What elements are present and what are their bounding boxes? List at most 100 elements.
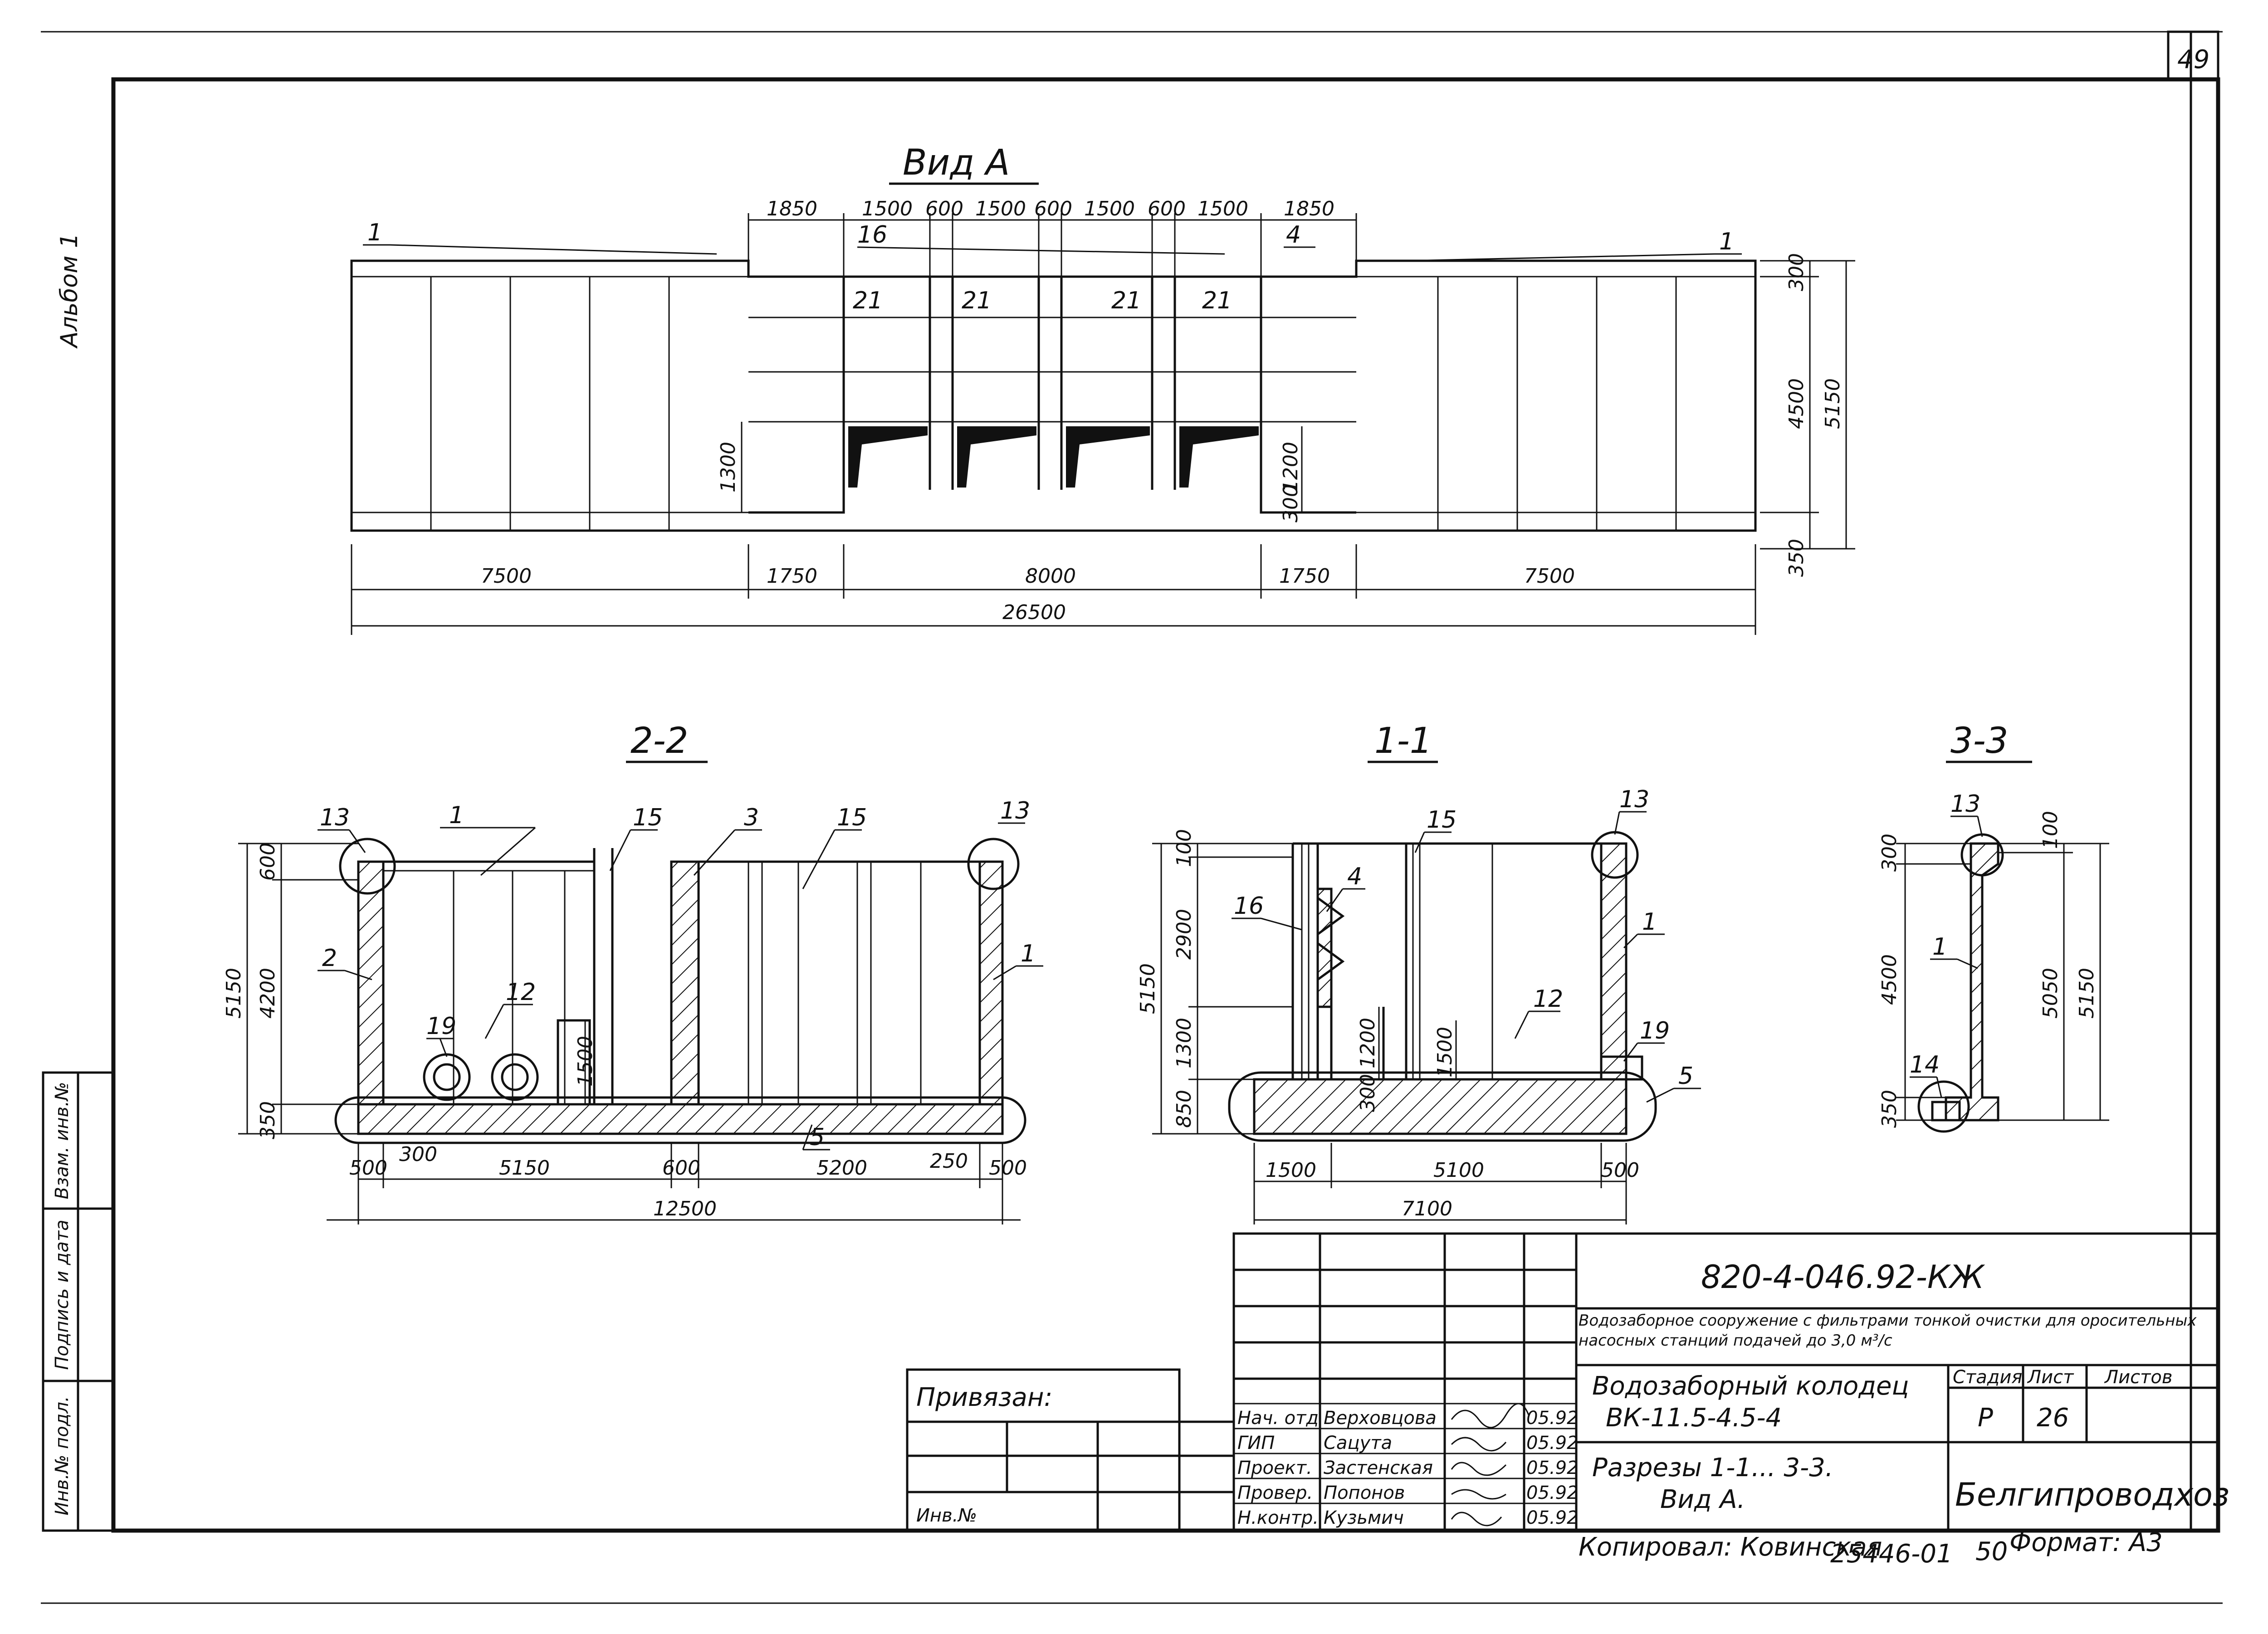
section-1-1-left-dim-3: 5150 [1136, 963, 1159, 1014]
section-2-2-callout-15a: 15 [633, 804, 663, 831]
section-2-2-bottom-dim-7: 500 [989, 1156, 1027, 1180]
section-2-2-callout-13a: 13 [320, 804, 350, 831]
section-1-1-title: 1-1 [1374, 721, 1432, 761]
sheet-frame: 49 [41, 30, 2223, 1604]
view-a-callout-21d: 21 [1202, 287, 1232, 314]
description: Водозаборное сооружение с фильтрами тонк… [1579, 1312, 2197, 1350]
view-a-top-dim-6: 1500 [1084, 197, 1135, 220]
role-1-date: 05.92 [1526, 1408, 1579, 1429]
section-1-1-inner-dim-2: 1200 [1356, 1018, 1379, 1068]
role-2: ГИП [1237, 1433, 1275, 1454]
section-3-3-right-dim-3: 5150 [2075, 968, 2098, 1019]
view-a-bottom-dim-4: 1750 [1279, 565, 1330, 588]
view-a-callout-21a: 21 [853, 287, 883, 314]
stage-value: Р [1978, 1403, 1993, 1433]
role-4-date: 05.92 [1526, 1483, 1579, 1503]
role-4: Провер. [1237, 1483, 1313, 1503]
attached-label: Привязан: [916, 1383, 1052, 1412]
album-label: Альбом 1 [56, 233, 83, 349]
view-a-callout-16: 16 [857, 221, 887, 249]
section-2-2-bottom-dim-2: 300 [399, 1143, 437, 1166]
section-3-3-left-dim-3: 350 [1878, 1090, 1901, 1128]
section-2-2-left-dim-4: 350 [256, 1101, 279, 1139]
sheet-value: 26 [2037, 1403, 2069, 1433]
section-2-2-bottom-dim-4: 600 [662, 1156, 700, 1180]
section-3-3-right-dim-2: 5050 [2039, 968, 2062, 1019]
section-1-1-callout-5: 5 [1678, 1063, 1693, 1090]
view-a-top-dim-5: 600 [1034, 197, 1072, 220]
section-2-2-left-dim-3: 5150 [222, 968, 245, 1019]
sheet-number: 49 [2177, 45, 2209, 74]
role-5: Н.контр. [1237, 1507, 1319, 1528]
section-2-2-callout-5: 5 [810, 1124, 825, 1151]
view-a-title: Вид А [903, 142, 1010, 183]
section-2-2-inner-dim: 1500 [574, 1036, 597, 1087]
section-2-2-title: 2-2 [631, 721, 688, 761]
section-3-3-right-dim-1: 100 [2039, 811, 2062, 849]
view-a-left-dim: 1300 [717, 442, 740, 493]
view-a-bottom-dim-5: 7500 [1524, 565, 1575, 588]
view-a-top-dim-7: 600 [1148, 197, 1186, 220]
section-1-1-callout-15: 15 [1427, 806, 1457, 834]
section-3-3-title: 3-3 [1950, 721, 2008, 761]
view-a-right-dim-1: 300 [1785, 253, 1808, 291]
section-2-2-bottom-dim-3: 5150 [499, 1156, 550, 1180]
stage-label: Стадия [1953, 1367, 2022, 1388]
view-a-inner-dim-2: 300 [1279, 484, 1302, 522]
section-1-1-bottom-dim-1: 1500 [1266, 1159, 1316, 1182]
section-2-2-callout-1: 1 [449, 802, 464, 829]
section-2-2-bottom-dim-1: 500 [349, 1156, 387, 1180]
section-3-3-callout-1: 1 [1932, 933, 1947, 961]
order-number: 25446-01 [1830, 1539, 1953, 1569]
view-a-top-dim-1: 1850 [767, 197, 817, 220]
section-1-1-left-dim-4: 1300 [1173, 1018, 1196, 1068]
role-5-date: 05.92 [1526, 1507, 1579, 1528]
format-label: Формат: А3 [2009, 1528, 2163, 1557]
view-a-right-dim-3: 5150 [1821, 378, 1844, 429]
section-1-1-left-dim-1: 100 [1173, 829, 1196, 867]
view-a-callout-21b: 21 [962, 287, 992, 314]
section-1-1-callout-4: 4 [1347, 863, 1362, 890]
section-2-2-left-dim-1: 600 [256, 843, 279, 881]
section-1-1-callout-13: 13 [1619, 786, 1649, 813]
section-2-2-callout-1b: 1 [1021, 940, 1036, 967]
side-stamp-replace: Взам. инв.№ [52, 1082, 73, 1200]
doc-code: 820-4-046.92-КЖ [1701, 1258, 1985, 1296]
side-stamp-signature: Подпись и дата [52, 1219, 73, 1370]
role-3-date: 05.92 [1526, 1458, 1579, 1478]
section-1-1-bottom-dim-2: 5100 [1433, 1159, 1484, 1182]
section-2-2-callout-15b: 15 [837, 804, 867, 831]
section-3-3-left-dim-2: 4500 [1878, 954, 1901, 1005]
section-1-1-callout-19: 19 [1640, 1017, 1670, 1044]
section-3-3: 3-3 300 4500 350 100 5050 5150 13 1 14 [1878, 721, 2109, 1133]
section-1-1: 1-1 100 2900 5150 1300 [1136, 721, 1701, 1224]
section-3-3-callout-13: 13 [1950, 790, 1980, 818]
section-1-1-callout-1: 1 [1642, 908, 1657, 936]
section-2-2-callout-3: 3 [744, 804, 759, 831]
sheets-label: Листов [2104, 1367, 2172, 1388]
section-2-2-total-dim: 12500 [653, 1197, 717, 1220]
view-a-top-dim-8: 1500 [1198, 197, 1248, 220]
view-a-callout-4: 4 [1286, 221, 1301, 249]
view-a-right-dim-2: 4500 [1785, 378, 1808, 429]
inv-label: Инв.№ [916, 1505, 977, 1526]
section-2-2: 2-2 [222, 721, 1043, 1224]
section-2-2-callout-2: 2 [322, 945, 337, 972]
role-2-date: 05.92 [1526, 1433, 1579, 1454]
section-1-1-callout-16: 16 [1234, 893, 1264, 920]
section-2-2-callout-12: 12 [506, 979, 536, 1006]
sheet-name-2: Вид А. [1660, 1485, 1745, 1514]
section-2-2-callout-13b: 13 [1000, 797, 1030, 824]
role-4-name: Попонов [1324, 1483, 1405, 1503]
side-stamp-inv: Инв.№ подл. [52, 1396, 73, 1515]
role-1: Нач. отд [1237, 1408, 1319, 1429]
section-1-1-left-dim-5: 850 [1173, 1090, 1196, 1128]
section-2-2-bottom-dim-5: 5200 [816, 1156, 867, 1180]
section-2-2-left-dim-2: 4200 [256, 968, 279, 1019]
signatures [1451, 1403, 1530, 1527]
view-a-inner-dim-1: 1200 [1279, 442, 1302, 493]
view-a-callout-1: 1 [367, 219, 382, 246]
view-a: Вид А [350, 142, 1855, 635]
copied-by: Копировал: Ковинская [1579, 1532, 1882, 1562]
view-a-top-dim-3: 600 [925, 197, 963, 220]
